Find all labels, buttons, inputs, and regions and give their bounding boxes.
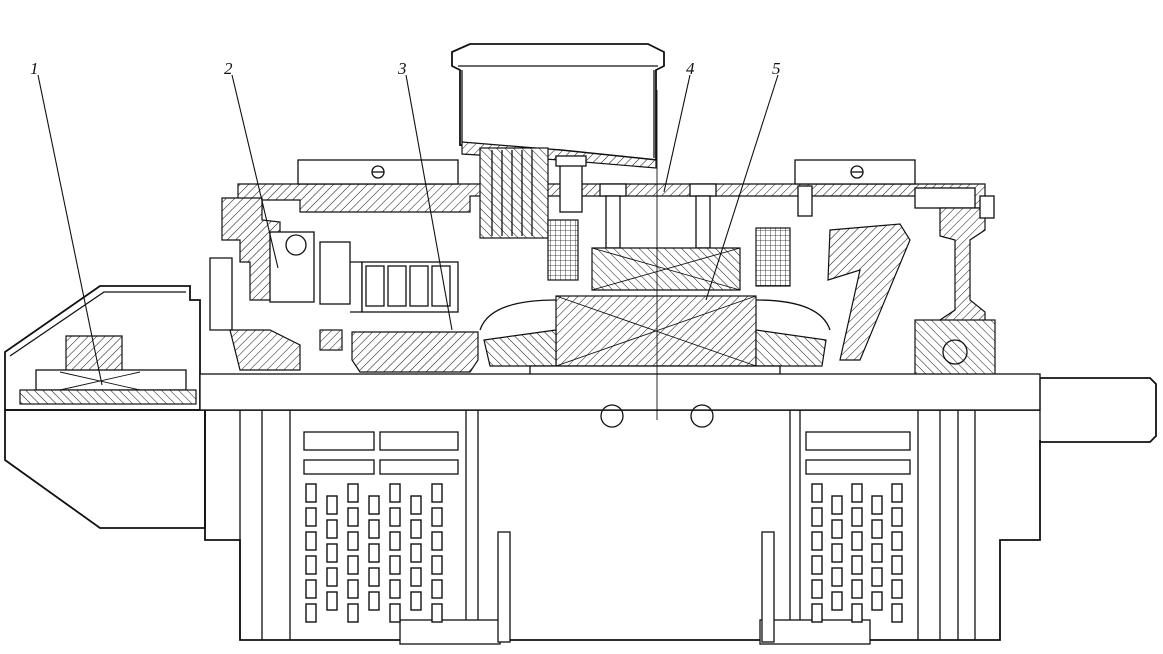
vent-slot xyxy=(326,591,338,611)
tacho-housing xyxy=(4,257,233,411)
vent-slot xyxy=(811,531,823,551)
vent-slot xyxy=(811,507,823,527)
vent-slot xyxy=(871,495,883,515)
leader-4 xyxy=(663,74,691,193)
vent-slot xyxy=(347,483,359,503)
vent-slot xyxy=(347,603,359,623)
vent-slot xyxy=(389,579,401,599)
vent-slot xyxy=(326,543,338,563)
leader-3 xyxy=(405,74,453,331)
vent-slot xyxy=(389,483,401,503)
vent-slot xyxy=(368,591,380,611)
vent-slot xyxy=(410,495,422,515)
vent-slot xyxy=(347,531,359,551)
rotor-core xyxy=(479,295,831,377)
vent-slots-left xyxy=(303,431,459,623)
vent-slot xyxy=(851,555,863,575)
vent-slot xyxy=(871,519,883,539)
vent-slot xyxy=(831,567,843,587)
callout-2: 2 xyxy=(224,59,233,78)
callout-5: 5 xyxy=(772,59,781,78)
vent-slot xyxy=(891,579,903,599)
vent-slot xyxy=(871,567,883,587)
vent-slot xyxy=(431,507,443,527)
vent-slot xyxy=(389,507,401,527)
right-end-shield xyxy=(827,195,996,381)
vent-slot xyxy=(851,483,863,503)
callout-leaders xyxy=(37,74,779,386)
vent-slot xyxy=(891,483,903,503)
callout-4: 4 xyxy=(686,59,695,78)
callout-labels: 1 2 3 4 5 xyxy=(30,59,781,78)
vent-slot xyxy=(410,567,422,587)
vent-slot xyxy=(811,603,823,623)
shaft xyxy=(5,90,1157,443)
frame-bolts xyxy=(599,183,976,249)
leader-5 xyxy=(705,74,779,301)
vent-slot xyxy=(305,507,317,527)
vent-slot xyxy=(811,483,823,503)
vent-slot xyxy=(368,543,380,563)
vent-slot xyxy=(831,519,843,539)
callout-3: 3 xyxy=(397,59,407,78)
vent-slot xyxy=(431,579,443,599)
stator-core xyxy=(547,219,791,291)
vent-slot xyxy=(410,591,422,611)
vent-slot xyxy=(368,567,380,587)
vent-slot xyxy=(891,603,903,623)
vent-slot xyxy=(891,531,903,551)
vent-slot xyxy=(347,555,359,575)
vent-slot xyxy=(431,603,443,623)
lower-exterior-view xyxy=(4,410,1041,645)
vent-slots-right xyxy=(805,431,911,623)
vent-slot xyxy=(431,483,443,503)
cable-gland xyxy=(479,147,587,239)
vent-slot xyxy=(891,507,903,527)
leader-2 xyxy=(231,74,279,269)
vent-slot xyxy=(347,507,359,527)
vent-slot xyxy=(410,543,422,563)
vent-slot xyxy=(305,603,317,623)
vent-slot xyxy=(891,555,903,575)
vent-slot xyxy=(389,603,401,623)
vent-slot xyxy=(851,531,863,551)
vent-slot xyxy=(347,579,359,599)
vent-slot xyxy=(326,567,338,587)
vent-slot xyxy=(831,591,843,611)
vent-slot xyxy=(431,531,443,551)
vent-slot xyxy=(851,579,863,599)
vent-slot xyxy=(431,555,443,575)
vent-slot xyxy=(831,543,843,563)
vent-slot xyxy=(831,495,843,515)
vent-slot xyxy=(871,543,883,563)
vent-slot xyxy=(305,579,317,599)
callout-1: 1 xyxy=(30,59,39,78)
vent-slot xyxy=(305,531,317,551)
vent-slot xyxy=(851,507,863,527)
vent-slot xyxy=(811,555,823,575)
mounting-brackets xyxy=(297,159,916,185)
vent-slot xyxy=(410,519,422,539)
vent-slot xyxy=(851,603,863,623)
vent-slot xyxy=(305,483,317,503)
vent-slot xyxy=(368,495,380,515)
vent-slot xyxy=(326,495,338,515)
vent-slot xyxy=(368,519,380,539)
vent-slot xyxy=(871,591,883,611)
vent-slot xyxy=(305,555,317,575)
leader-1 xyxy=(37,74,103,386)
vent-slot xyxy=(389,555,401,575)
vent-slot xyxy=(389,531,401,551)
vent-slot xyxy=(326,519,338,539)
vent-slot xyxy=(811,579,823,599)
